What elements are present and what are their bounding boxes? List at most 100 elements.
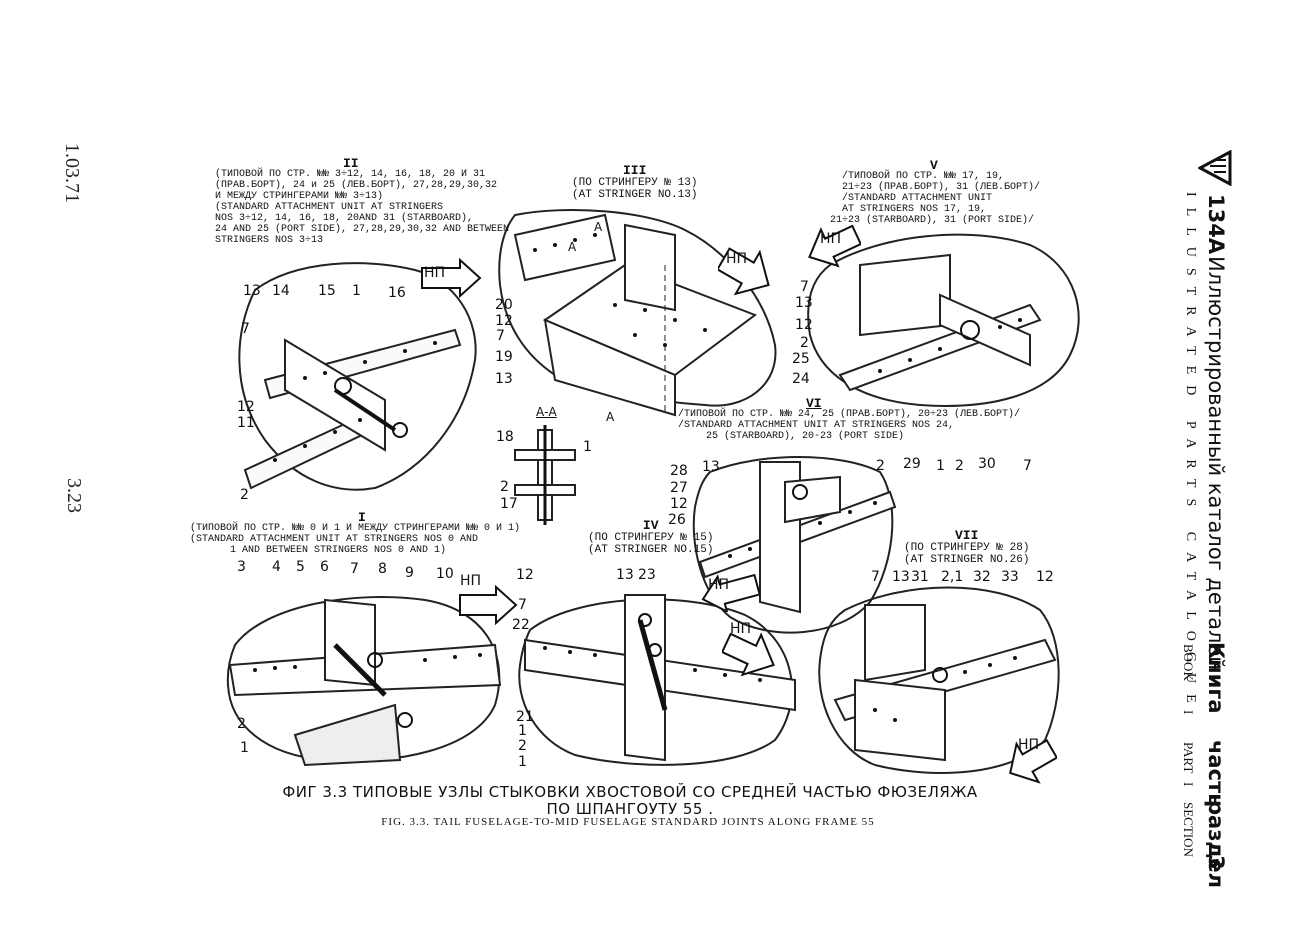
section-marker: A: [594, 220, 603, 234]
callout-number: 25: [792, 351, 810, 367]
view-vi-description: VI /ТИПОВОЙ ПО СТР. №№ 24, 25 (ПРАВ.БОРТ…: [678, 396, 1021, 442]
view-vii-illustration: [818, 586, 1060, 774]
book-label-ru: Книга: [1204, 642, 1228, 714]
forward-direction-arrow-icon: [722, 632, 775, 677]
part-number: I: [1181, 782, 1196, 787]
view-ii-description: II (ТИПОВОЙ ПО СТР. №№ 3÷12, 14, 16, 18,…: [215, 156, 509, 246]
callout-number: 1: [518, 723, 527, 739]
view-ii-line: (STANDARD ATTACHMENT UNIT AT STRINGERS: [215, 202, 444, 213]
direction-label: НП: [726, 251, 748, 267]
view-v-line: /ТИПОВОЙ ПО СТР. №№ 17, 19,: [842, 171, 1005, 182]
forward-direction-arrow-icon: [701, 573, 760, 612]
view-ii-line: STRINGERS NOS 3÷13: [215, 235, 324, 246]
callout-number: 12: [1036, 569, 1054, 585]
view-v-line: /STANDARD ATTACHMENT UNIT: [842, 193, 993, 204]
view-iv-line: (AT STRINGER NO.15): [588, 544, 714, 556]
forward-direction-arrow-icon: [808, 224, 861, 268]
callout-number: 1: [936, 458, 945, 474]
forward-direction-arrow-icon: [718, 247, 770, 296]
view-vi-roman: VI: [806, 396, 822, 411]
forward-direction-arrow-icon: [421, 258, 482, 298]
callout-number: 33: [1001, 569, 1019, 585]
view-iii-line: (AT STRINGER NO.13): [572, 189, 698, 201]
page-number: 3.23: [63, 478, 85, 513]
callout-number: 5: [296, 559, 305, 575]
section-marker: A: [568, 240, 577, 254]
callout-number: 27: [670, 480, 688, 496]
view-i-line: (ТИПОВОЙ ПО СТР. №№ 0 И 1 И МЕЖДУ СТРИНГ…: [190, 523, 521, 534]
view-iii-roman: III: [623, 163, 647, 178]
callout-number: 13: [892, 569, 910, 585]
callout-number: 6: [320, 559, 329, 575]
section-number: 3: [1204, 855, 1228, 870]
view-iii-description: III (ПО СТРИНГЕРУ № 13) (AT STRINGER NO.…: [572, 163, 698, 201]
figure-caption-en: FIG. 3.3. TAIL FUSELAGE-TO-MID FUSELAGE …: [381, 816, 875, 828]
view-vii-line: (ПО СТРИНГЕРУ № 28): [904, 542, 1030, 554]
callout-number: 2: [518, 738, 527, 754]
view-iv-line: (ПО СТРИНГЕРУ № 15): [588, 532, 714, 544]
manufacturer-logo: [1198, 150, 1232, 186]
aircraft-model: 134A: [1204, 194, 1228, 255]
callout-number: 2: [876, 458, 885, 474]
callout-number: 28: [670, 463, 688, 479]
callout-number: 12: [237, 399, 255, 415]
document-date: 1.03.71: [61, 143, 83, 203]
view-v-description: V /ТИПОВОЙ ПО СТР. №№ 17, 19, 21÷23 (ПРА…: [830, 159, 1041, 226]
callout-number: 7: [800, 279, 809, 295]
view-ii-line: И МЕЖДУ СТРИНГЕРАМИ №№ 3÷13): [215, 191, 384, 202]
callout-number: 15: [318, 283, 336, 299]
callout-number: 13: [795, 295, 813, 311]
view-v-line: 21÷23 (ПРАВ.БОРТ), 31 (ЛЕВ.БОРТ)/: [842, 182, 1041, 193]
view-vi-line: /STANDARD ATTACHMENT UNIT AT STRINGERS N…: [678, 420, 955, 431]
view-iv-roman: IV: [642, 518, 659, 533]
forward-direction-arrow-icon: [459, 585, 518, 625]
catalogue-title-ru: Иллюстрированный каталог деталей: [1204, 256, 1228, 670]
callout-number: 17: [500, 496, 518, 512]
callout-number: 20: [495, 297, 513, 313]
callout-number: 12: [795, 317, 813, 333]
view-vi-line: 25 (STARBOARD), 20-23 (PORT SIDE): [706, 431, 905, 442]
view-v-illustration: [807, 233, 1080, 407]
view-vii-line: (AT STRINGER NO.26): [904, 554, 1030, 566]
view-ii-roman: II: [343, 156, 359, 171]
callout-number: 13: [495, 371, 513, 387]
view-ii-line: (ТИПОВОЙ ПО СТР. №№ 3÷12, 14, 16, 18, 20…: [215, 169, 486, 180]
callout-number: 3: [237, 559, 246, 575]
view-iv-illustration: [518, 594, 796, 766]
callout-number: 12: [516, 567, 534, 583]
callout-number: 7: [518, 597, 527, 613]
callout-number: 7: [871, 569, 880, 585]
view-i-line: (STANDARD ATTACHMENT UNIT AT STRINGERS N…: [190, 534, 479, 545]
direction-label: НП: [424, 265, 446, 281]
view-iii-line: (ПО СТРИНГЕРУ № 13): [572, 177, 698, 189]
catalogue-title-en: ILLUSTRATED PARTS CATALOGUE: [1183, 192, 1198, 714]
section-label-en: SECTION: [1181, 802, 1196, 857]
section-marker: A: [606, 410, 615, 424]
view-i-roman: I: [358, 510, 366, 525]
callout-number: 12: [670, 496, 688, 512]
figure-caption-ru-line1: ФИГ 3.3 ТИПОВЫЕ УЗЛЫ СТЫКОВКИ ХВОСТОВОЙ …: [282, 783, 978, 801]
callout-number: 16: [388, 285, 406, 301]
callout-number: 4: [272, 559, 281, 575]
callout-number: 10: [436, 566, 454, 582]
part-label-ru: часть: [1204, 740, 1228, 807]
callout-number: 2: [800, 335, 809, 351]
figure-caption-ru: ФИГ 3.3 ТИПОВЫЕ УЗЛЫ СТЫКОВКИ ХВОСТОВОЙ …: [280, 784, 980, 818]
view-ii-illustration: [238, 262, 477, 491]
book-label-en: BOOK: [1181, 644, 1196, 681]
view-vi-line: /ТИПОВОЙ ПО СТР. №№ 24, 25 (ПРАВ.БОРТ), …: [678, 409, 1021, 420]
callout-number: 30: [978, 456, 996, 472]
view-vii-roman: VII: [955, 528, 979, 543]
callout-number: 18: [496, 429, 514, 445]
view-vi-illustration: [692, 456, 897, 634]
direction-label: НП: [1018, 737, 1040, 753]
callout-number: 8: [378, 561, 387, 577]
callout-number: 1: [240, 740, 249, 756]
callout-number: 23: [638, 567, 656, 583]
forward-direction-arrow-icon: [1009, 738, 1057, 784]
callout-number: 2: [237, 716, 246, 732]
callout-number: 11: [237, 415, 255, 431]
callout-number: 7: [350, 561, 359, 577]
view-ii-line: (ПРАВ.БОРТ), 24 и 25 (ЛЕВ.БОРТ), 27,28,2…: [215, 180, 498, 191]
callout-number: 2: [955, 458, 964, 474]
